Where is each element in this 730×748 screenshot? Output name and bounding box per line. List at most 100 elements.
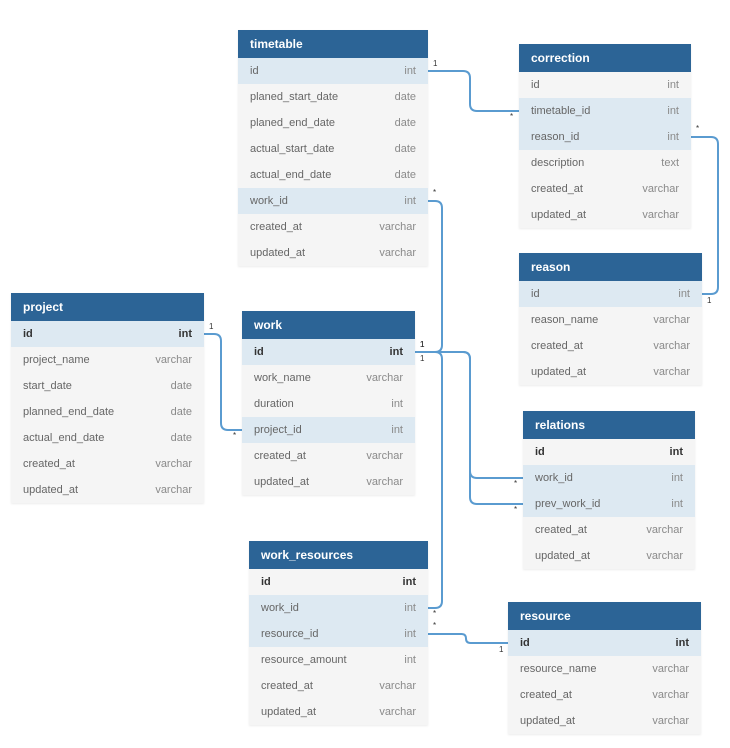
cardinality-label: * [514, 505, 518, 514]
field-type: int [675, 637, 689, 649]
relationship-line [428, 633, 508, 644]
cardinality-label: * [233, 431, 237, 440]
field-type: date [170, 380, 192, 392]
cardinality-label: * [696, 124, 700, 133]
field-type: int [667, 79, 679, 91]
field-name: work_id [261, 602, 299, 614]
field-name: created_at [531, 183, 583, 195]
table-header[interactable]: project [11, 293, 204, 321]
field-name: created_at [254, 450, 306, 462]
table-header[interactable]: work_resources [249, 541, 428, 569]
table-header[interactable]: reason [519, 253, 702, 281]
field-name: planed_end_date [250, 117, 336, 129]
field-name: actual_end_date [250, 169, 332, 181]
table-header[interactable]: work [242, 311, 415, 339]
field-name: id [535, 446, 545, 458]
cardinality-label: * [510, 112, 514, 121]
cardinality-label: 1 [420, 340, 425, 349]
table-header[interactable]: timetable [238, 30, 428, 58]
cardinality-label: 1 [420, 340, 425, 349]
field-name: planed_start_date [250, 91, 339, 103]
field-name: created_at [250, 221, 302, 233]
table-header[interactable]: relations [523, 411, 695, 439]
cardinality-label: * [433, 188, 437, 197]
table-header[interactable]: correction [519, 44, 691, 72]
table-header[interactable]: resource [508, 602, 701, 630]
cardinality-label: 1 [433, 59, 438, 68]
field-name: created_at [520, 689, 572, 701]
field-row[interactable]: planed_end_date date [238, 110, 428, 136]
field-name: work_name [254, 372, 311, 384]
field-name: id [531, 288, 540, 300]
cardinality-label: 1 [707, 296, 712, 305]
field-type: varchar [366, 476, 403, 488]
field-type: int [402, 576, 416, 588]
field-type: varchar [379, 680, 416, 692]
cardinality-label: * [433, 621, 437, 630]
field-name: project_id [254, 424, 302, 436]
relationship-line [415, 351, 523, 479]
field-name: id [254, 346, 264, 358]
field-name: prev_work_id [535, 498, 601, 510]
field-type: date [394, 117, 416, 129]
field-type: varchar [653, 314, 690, 326]
field-type: int [671, 472, 683, 484]
field-type: varchar [653, 340, 690, 352]
field-type: varchar [155, 354, 192, 366]
field-name: created_at [23, 458, 75, 470]
